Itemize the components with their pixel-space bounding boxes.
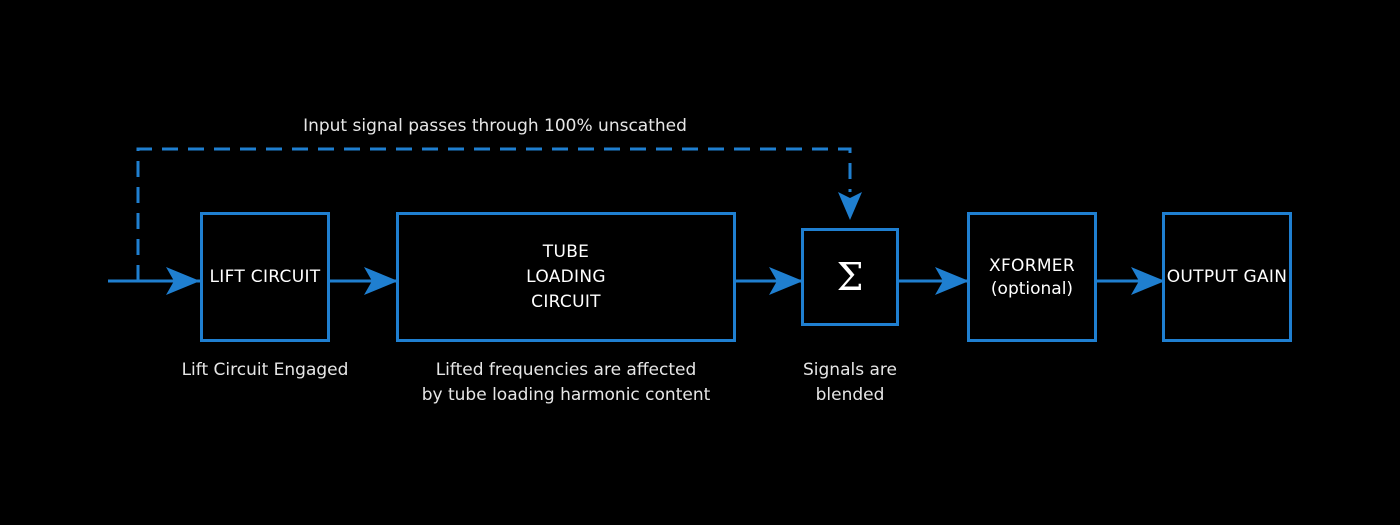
sum-caption: Signals are blended [803, 360, 897, 405]
lift-caption: Lift Circuit Engaged [181, 360, 349, 380]
bypass-arrowhead [838, 192, 862, 220]
summing-block: Σ [801, 228, 899, 326]
xformer-block: XFORMER (optional) [967, 212, 1097, 342]
sigma-symbol: Σ [836, 255, 864, 299]
tube-loading-circuit-block: TUBE LOADING CIRCUIT [396, 212, 736, 342]
bypass-label: Input signal passes through 100% unscath… [303, 116, 687, 136]
bypass-dashed-line [136, 147, 852, 281]
lift-circuit-block: LIFT CIRCUIT [200, 212, 330, 342]
lift-circuit-title: LIFT CIRCUIT [209, 266, 321, 287]
xformer-title: XFORMER [989, 256, 1075, 276]
output-gain-block: OUTPUT GAIN [1162, 212, 1292, 342]
output-gain-title: OUTPUT GAIN [1166, 266, 1288, 287]
xformer-subtitle: (optional) [990, 279, 1074, 299]
tube-caption: Lifted frequencies are affected by tube … [421, 360, 711, 405]
tube-loading-title: TUBE LOADING CIRCUIT [526, 241, 606, 312]
